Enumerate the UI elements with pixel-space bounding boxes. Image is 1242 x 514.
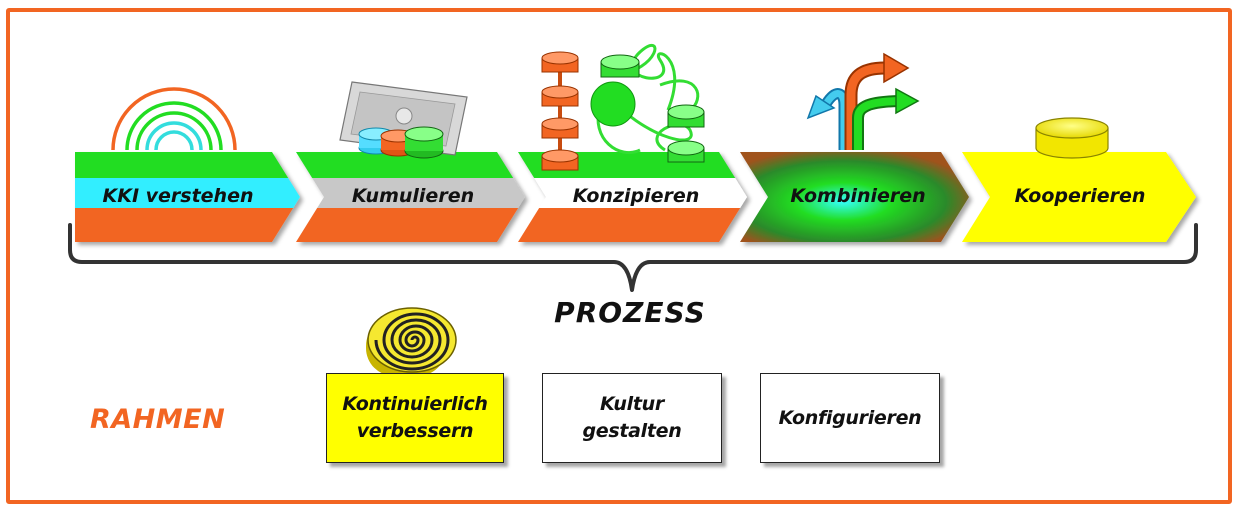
framework-box-label: Konfigurieren: [778, 406, 922, 429]
process-step-kki-verstehen: [75, 152, 300, 242]
framework-box-label: Kultur gestalten: [582, 393, 682, 442]
process-step-kombinieren: [740, 152, 969, 242]
process-step-konzipieren: [518, 152, 747, 242]
framework-box-kultur-gestalten: Kultur gestalten: [542, 373, 722, 463]
diverging-arrows-icon: [806, 52, 920, 150]
rainbow-arcs-icon: [111, 87, 237, 151]
step-label-konzipieren: Konzipieren: [573, 185, 700, 207]
molecule-network-icon: [541, 44, 705, 171]
outer-frame: [6, 8, 1232, 504]
process-step-kumulieren: [296, 152, 525, 242]
step-label-kooperieren: Kooperieren: [1015, 185, 1146, 207]
process-step-kooperieren: [962, 152, 1196, 242]
process-label: PROZESS: [554, 296, 706, 329]
framework-box-label: Kontinuierlich verbessern: [342, 393, 488, 442]
step-label-kumulieren: Kumulieren: [352, 185, 474, 207]
framework-box-konfigurieren: Konfigurieren: [760, 373, 940, 463]
cylinder-icon: [1035, 117, 1109, 159]
database-cards-icon: [339, 81, 468, 159]
step-label-kki-verstehen: KKI verstehen: [103, 185, 254, 207]
process-brace: [68, 223, 1198, 292]
framework-box-kontinuierlich-verbessern: Kontinuierlich verbessern: [326, 373, 504, 463]
framework-label: RAHMEN: [90, 404, 226, 435]
spiral-icon: [366, 307, 457, 376]
step-label-kombinieren: Kombinieren: [790, 185, 925, 207]
